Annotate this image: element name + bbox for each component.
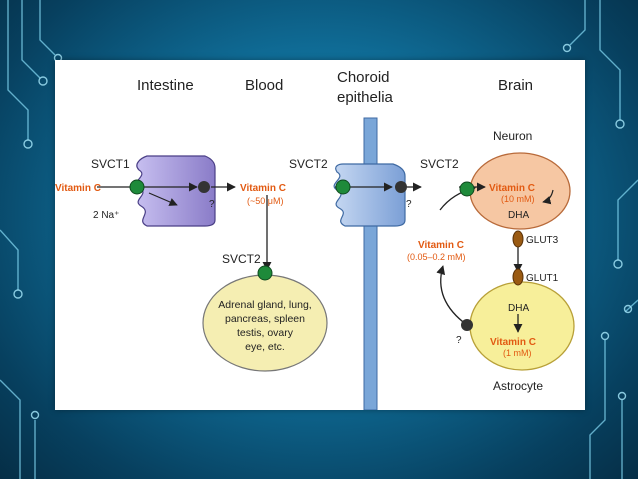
svct2-neuron-transporter (459, 181, 475, 197)
neuron-concentration: (10 mM) (501, 194, 535, 204)
choroid-barrier (363, 117, 378, 411)
oxidation-arrow (542, 189, 554, 205)
svct2-blood-transporter (257, 265, 273, 281)
svct2-choroid-label: SVCT2 (289, 157, 328, 171)
glut3-label: GLUT3 (526, 235, 559, 246)
sodium-arrow (148, 192, 178, 206)
extracellular-concentration: (0.05–0.2 mM) (407, 252, 466, 262)
organs-line-1: Adrenal gland, lung, (218, 299, 311, 311)
glut1-label: GLUT1 (526, 273, 559, 284)
svct1-transporter (129, 179, 145, 195)
astrocyte-label: Astrocyte (493, 379, 543, 393)
intestine-header: Intestine (137, 77, 194, 94)
astrocyte-vitamin-c: Vitamin C (490, 337, 536, 348)
organs-line-3: testis, ovary (237, 327, 294, 339)
astrocyte-efflux-transporter (461, 319, 473, 331)
blood-concentration: (~50 μM) (247, 196, 283, 206)
intestine-vitamin-c: Vitamin C (55, 183, 101, 194)
choroid-efflux-transporter (395, 181, 407, 193)
neuron-label: Neuron (493, 129, 532, 143)
sodium-label: 2 Na⁺ (93, 210, 119, 221)
organs-line-4: eye, etc. (245, 341, 285, 353)
organs-line-2: pancreas, spleen (225, 313, 305, 325)
extracellular-vitamin-c: Vitamin C (418, 240, 464, 251)
svct2-brain-label: SVCT2 (420, 157, 459, 171)
choroid-cell (333, 163, 406, 227)
astrocyte-dha: DHA (508, 303, 529, 314)
blood-vitamin-c: Vitamin C (240, 183, 286, 194)
glut1-transporter (512, 268, 524, 286)
astrocyte-release-arrow (436, 265, 468, 326)
intestine-question: ? (209, 199, 215, 210)
astrocyte-question: ? (456, 335, 462, 346)
svct1-label: SVCT1 (91, 157, 130, 171)
intestinal-cell (135, 155, 216, 227)
glut3-transporter (512, 230, 524, 248)
choroid-header-line2: epithelia (337, 89, 394, 106)
svct2-choroid-transporter (335, 179, 351, 195)
diagram-panel: Intestine Blood Choroid epithelia Brain … (55, 60, 585, 411)
svct2-blood-label: SVCT2 (222, 252, 261, 266)
intestine-efflux-transporter (198, 181, 210, 193)
neuron-dha: DHA (508, 210, 529, 221)
brain-header: Brain (498, 77, 533, 94)
astrocyte-concentration: (1 mM) (503, 348, 532, 358)
neuron-vitamin-c: Vitamin C (489, 183, 535, 194)
choroid-header: Choroid (337, 69, 390, 86)
blood-header: Blood (245, 77, 283, 94)
choroid-question: ? (406, 199, 412, 210)
vitamin-c-transport-diagram: Intestine Blood Choroid epithelia Brain … (55, 69, 575, 411)
